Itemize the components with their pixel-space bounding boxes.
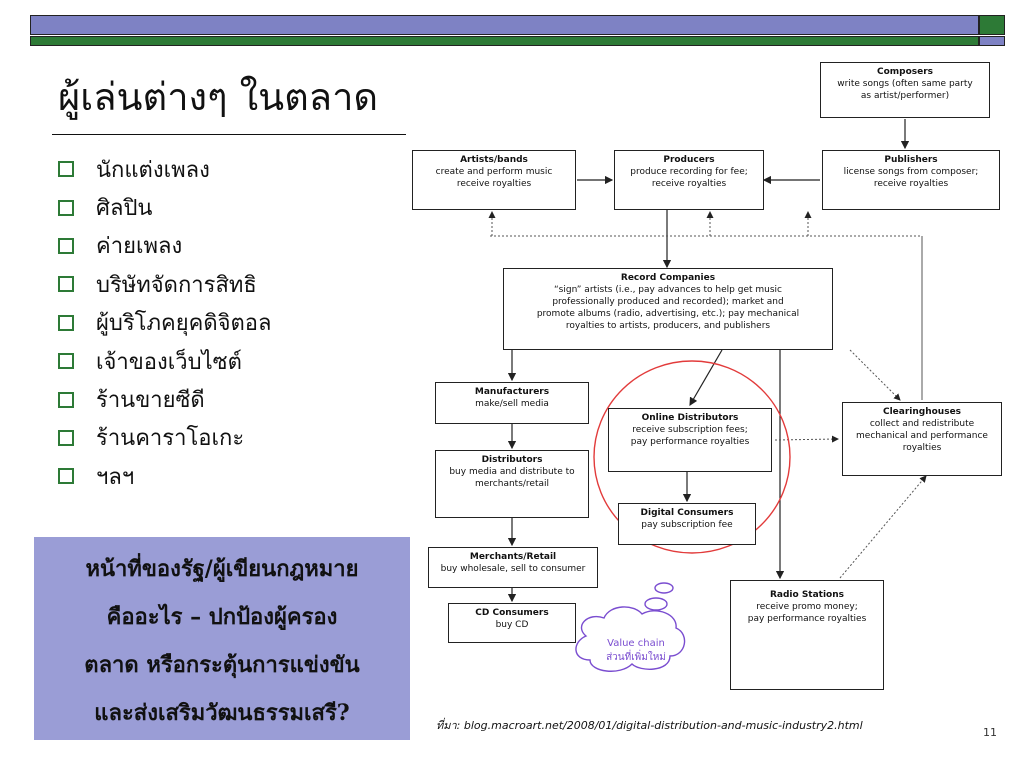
page-number: 11	[983, 726, 997, 739]
list-item: ศิลปิน	[58, 188, 271, 226]
node-producers: Producers produce recording for fee; rec…	[614, 150, 764, 210]
node-publishers: Publishers license songs from composer; …	[822, 150, 1000, 210]
checkbox-bullet-icon	[58, 314, 74, 331]
list-item: ผู้บริโภคยุคดิจิตอล	[58, 304, 271, 342]
list-item: ค่ายเพลง	[58, 227, 271, 265]
node-artists: Artists/bands create and perform music r…	[412, 150, 576, 210]
header-line	[30, 36, 979, 46]
dotted-record-clearing	[849, 349, 901, 401]
dotted-online-clearing	[774, 435, 839, 443]
header-bar	[30, 15, 979, 35]
list-item: เจ้าของเว็บไซต์	[58, 342, 271, 380]
player-list: นักแต่งเพลง ศิลปิน ค่ายเพลง บริษัทจัดการ…	[58, 150, 271, 496]
node-clearinghouses: Clearinghouses collect and redistribute …	[842, 402, 1002, 476]
header-square-green	[979, 15, 1005, 35]
node-cd-consumers: CD Consumers buy CD	[448, 603, 576, 643]
node-manufacturers: Manufacturers make/sell media	[435, 382, 589, 424]
value-chain-label: Value chain ส่วนที่เพิ่มใหม่	[606, 638, 666, 663]
checkbox-bullet-icon	[58, 161, 74, 178]
title-divider	[52, 134, 406, 135]
thought-cloud-icon	[575, 582, 686, 672]
header-square-purple	[979, 36, 1005, 46]
checkbox-bullet-icon	[58, 468, 74, 485]
slide-title: ผู้เล่นต่างๆ ในตลาด	[58, 75, 379, 119]
list-item: บริษัทจัดการสิทธิ	[58, 265, 271, 303]
checkbox-bullet-icon	[58, 353, 74, 370]
node-digital-consumers: Digital Consumers pay subscription fee	[618, 503, 756, 545]
list-item: ร้านคาราโอเกะ	[58, 419, 271, 457]
question-callout: หน้าที่ของรัฐ/ผู้เขียนกฎหมาย คืออะไร – ป…	[34, 537, 410, 740]
checkbox-bullet-icon	[58, 199, 74, 216]
list-item: นักแต่งเพลง	[58, 150, 271, 188]
node-distributors: Distributors buy media and distribute to…	[435, 450, 589, 518]
node-merchants: Merchants/Retail buy wholesale, sell to …	[428, 547, 598, 588]
node-radio-stations: Radio Stations receive promo money; pay …	[730, 580, 884, 690]
source-link: blog.macroart.net/2008/01/digital-distri…	[463, 719, 863, 732]
new-value-chain-highlight	[593, 360, 791, 554]
checkbox-bullet-icon	[58, 391, 74, 408]
checkbox-bullet-icon	[58, 276, 74, 293]
node-composers: Composers write songs (often same party …	[820, 62, 990, 118]
dotted-radio-clearing	[839, 475, 927, 579]
checkbox-bullet-icon	[58, 237, 74, 254]
node-online-distributors: Online Distributors receive subscription…	[608, 408, 772, 472]
node-record-companies: Record Companies “sign” artists (i.e., p…	[503, 268, 833, 350]
arrow-record-online	[689, 349, 723, 407]
list-item: ร้านขายซีดี	[58, 380, 271, 418]
source-citation: ที่มา: blog.macroart.net/2008/01/digital…	[436, 719, 863, 732]
list-item: ฯลฯ	[58, 457, 271, 495]
checkbox-bullet-icon	[58, 429, 74, 446]
